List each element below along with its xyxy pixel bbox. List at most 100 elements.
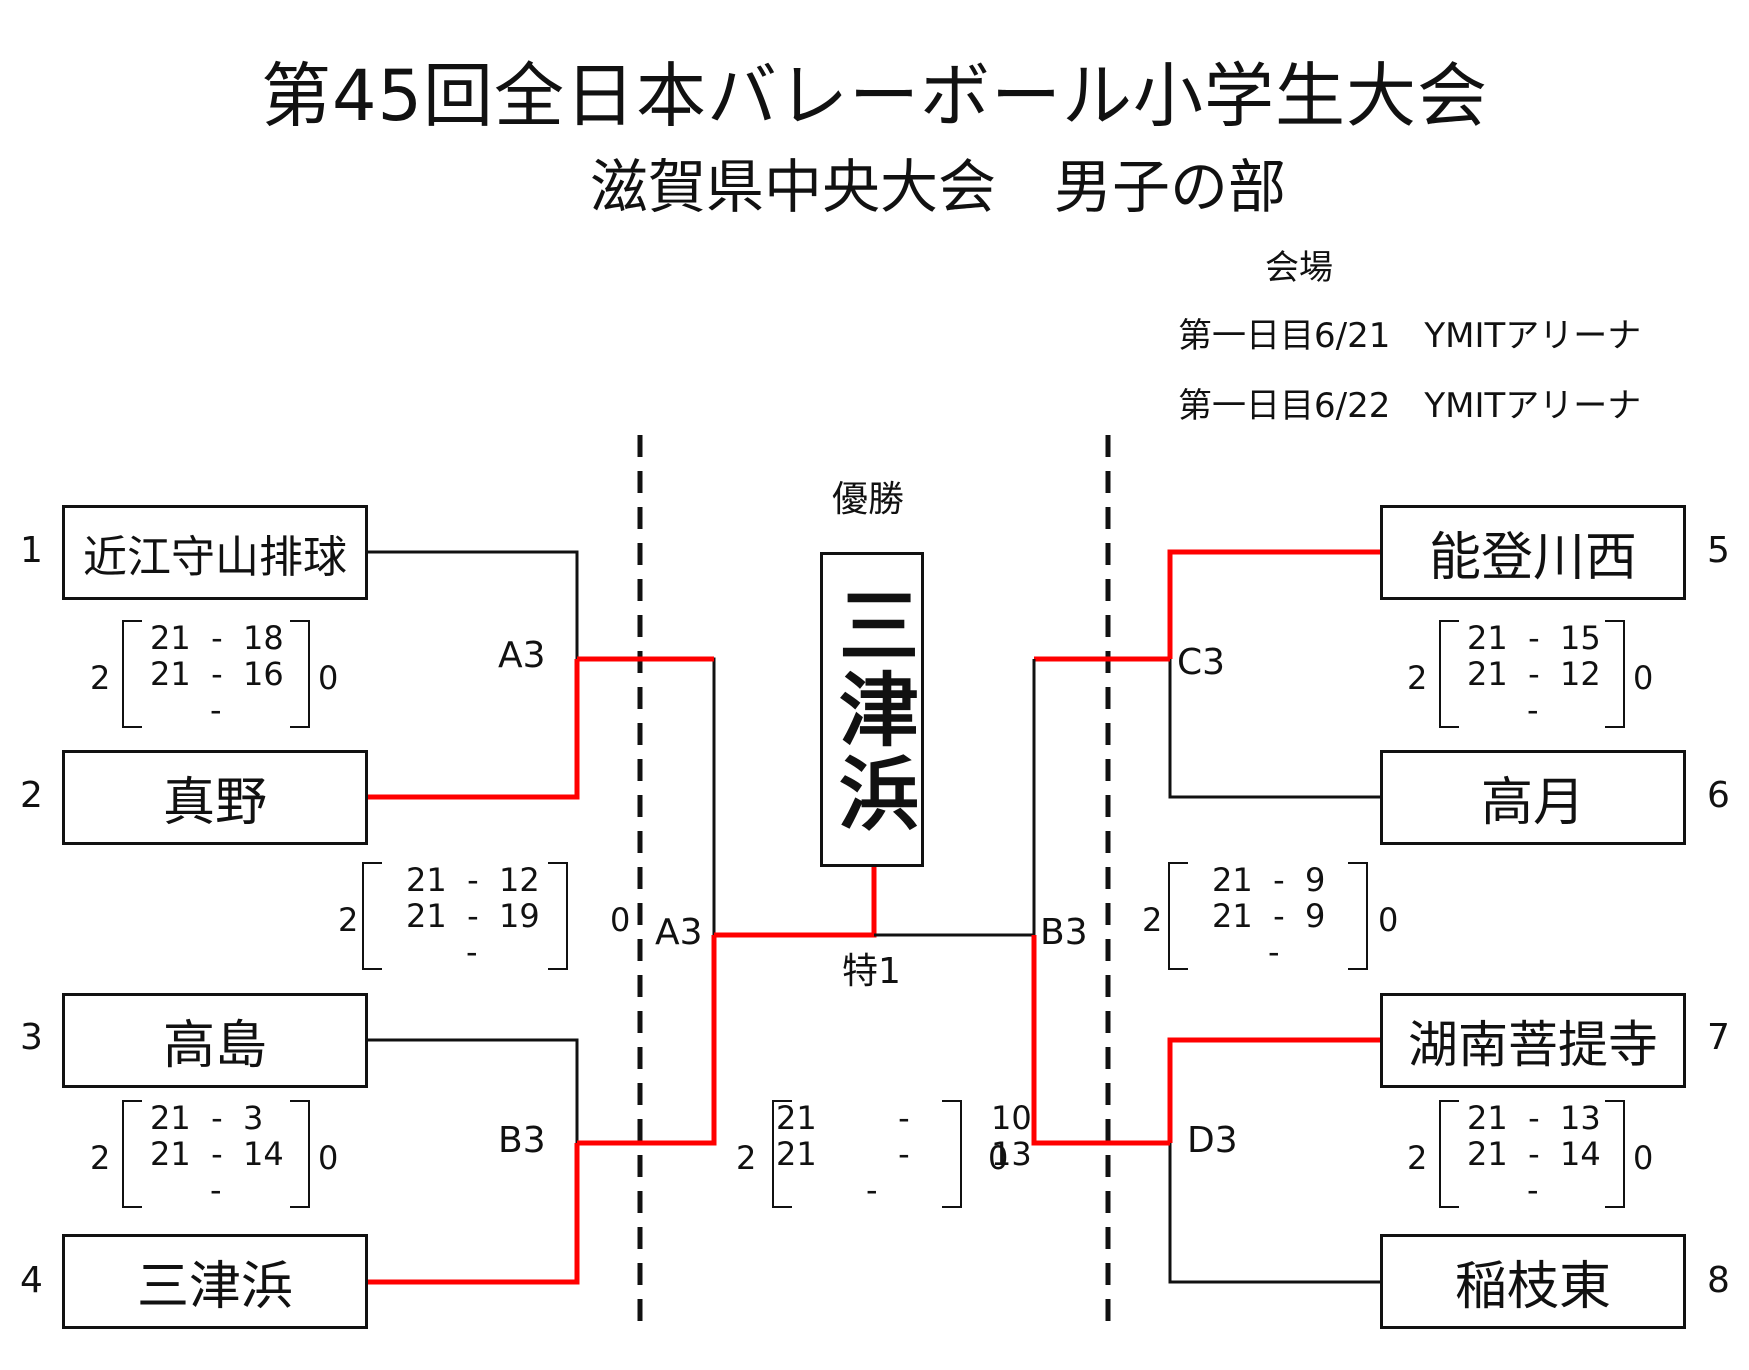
score-sets-lost: 0 [318, 659, 339, 697]
champion-name: 三津浜 [826, 583, 919, 836]
seed-6: 6 [1707, 775, 1730, 816]
champion-box: 三津浜 [820, 552, 924, 867]
team-box-5: 能登川西 [1380, 505, 1686, 600]
score-sets-won: 2 [736, 1139, 757, 1177]
score-bracket-right [290, 1100, 310, 1208]
match-label-d3: D3 [1187, 1120, 1238, 1161]
score-bracket-right [942, 1100, 962, 1208]
score-set-2: 21 - 19 [406, 897, 540, 935]
line-team2-win [367, 659, 580, 800]
score-sets-won: 2 [90, 1139, 111, 1177]
team-name: 真野 [162, 773, 267, 833]
team-name: 高月 [1480, 773, 1585, 833]
venue-day2: 第一日目6/22 YMITアリーナ [1178, 386, 1642, 426]
line-team8 [1168, 1143, 1380, 1284]
score-set-1: 21 - 13 [1467, 1099, 1601, 1137]
score-sets-lost: 0 [1633, 1139, 1654, 1177]
team-box-3: 高島 [62, 993, 368, 1088]
score-sets-lost: 0 [318, 1139, 339, 1177]
score-set-3: - [1268, 933, 1280, 971]
seed-7: 7 [1707, 1017, 1730, 1058]
score-set-3: - [1527, 1171, 1539, 1209]
score-set-2: 21 - 13 [776, 1135, 1032, 1173]
team-name: 三津浜 [136, 1257, 293, 1317]
match-label-b3-left: B3 [498, 1120, 546, 1161]
line-semi-a3 [577, 657, 716, 935]
score-bracket-right [1348, 862, 1368, 970]
score-bracket-left [1439, 1100, 1459, 1208]
score-set-1: 21 - 9 [1212, 861, 1326, 899]
score-set-1: 21 - 3 [150, 1099, 264, 1137]
team-box-4: 三津浜 [62, 1234, 368, 1329]
team-box-6: 高月 [1380, 750, 1686, 845]
match-label-c3: C3 [1177, 642, 1226, 683]
score-set-3: - [1527, 691, 1539, 729]
team-name: 近江守山排球 [83, 531, 347, 583]
score-bracket-right [1605, 620, 1625, 728]
score-sets-won: 2 [90, 659, 111, 697]
line-team7-win [1167, 1037, 1380, 1143]
score-sets-lost: 0 [1378, 901, 1399, 939]
match-label-final: 特1 [842, 951, 901, 992]
score-bracket-left [122, 1100, 142, 1208]
venue-heading: 会場 [1265, 248, 1333, 288]
score-sets-won: 2 [1407, 1139, 1428, 1177]
line-team4-win [367, 1143, 580, 1285]
score-bracket-left [1439, 620, 1459, 728]
line-final-left-win [714, 867, 877, 938]
champion-label: 優勝 [832, 479, 905, 520]
line-semi-d3-win [1031, 935, 1170, 1146]
score-sets-won: 2 [1142, 901, 1163, 939]
score-bracket-left [1168, 862, 1188, 970]
seed-2: 2 [20, 775, 43, 816]
seed-4: 4 [20, 1260, 43, 1301]
line-team6 [1168, 659, 1380, 799]
venue-day1: 第一日目6/21 YMITアリーナ [1178, 316, 1642, 356]
score-bracket-left [362, 862, 382, 970]
score-set-2: 21 - 14 [1467, 1135, 1601, 1173]
team-box-1: 近江守山排球 [62, 505, 368, 600]
match-label-a3-semi: A3 [655, 912, 703, 953]
line-team5-win [1167, 549, 1380, 659]
team-name: 湖南菩提寺 [1408, 1015, 1658, 1074]
score-bracket-right [548, 862, 568, 970]
seed-5: 5 [1707, 530, 1730, 571]
team-name: 稲枝東 [1454, 1257, 1611, 1317]
score-set-3: - [210, 691, 222, 729]
line-team3 [367, 1038, 579, 1143]
score-set-2: 21 - 12 [1467, 655, 1601, 693]
score-bracket-left [122, 620, 142, 728]
score-set-1: 21 - 18 [150, 619, 284, 657]
seed-8: 8 [1707, 1260, 1730, 1301]
team-box-2: 真野 [62, 750, 368, 845]
score-set-2: 21 - 9 [1212, 897, 1326, 935]
team-name: 高島 [162, 1016, 267, 1076]
page-title: 第45回全日本バレーボール小学生大会 [260, 55, 1489, 137]
team-box-8: 稲枝東 [1380, 1234, 1686, 1329]
seed-3: 3 [20, 1017, 43, 1058]
score-bracket-left [772, 1100, 792, 1208]
score-sets-won: 2 [338, 901, 359, 939]
score-set-1: 21 - 12 [406, 861, 540, 899]
match-label-a3-left: A3 [498, 635, 546, 676]
match-label-b3-semi: B3 [1040, 912, 1088, 953]
score-bracket-right [290, 620, 310, 728]
seed-1: 1 [20, 530, 43, 571]
score-set-3: - [210, 1171, 222, 1209]
score-sets-won: 2 [1407, 659, 1428, 697]
score-sets-lost: 0 [1633, 659, 1654, 697]
page-subtitle: 滋賀県中央大会 男子の部 [590, 153, 1287, 221]
line-semi-b3-win [577, 935, 717, 1146]
team-box-7: 湖南菩提寺 [1380, 993, 1686, 1088]
score-set-1: 21 - 15 [1467, 619, 1601, 657]
score-sets-lost: 0 [988, 1139, 1009, 1177]
line-team1 [367, 550, 579, 659]
score-set-1: 21 - 10 [776, 1099, 1032, 1137]
score-sets-lost: 0 [610, 901, 631, 939]
score-set-2: 21 - 16 [150, 655, 284, 693]
score-bracket-right [1605, 1100, 1625, 1208]
score-set-3: - [466, 933, 478, 971]
team-name: 能登川西 [1428, 528, 1637, 588]
score-set-3: - [866, 1171, 878, 1209]
